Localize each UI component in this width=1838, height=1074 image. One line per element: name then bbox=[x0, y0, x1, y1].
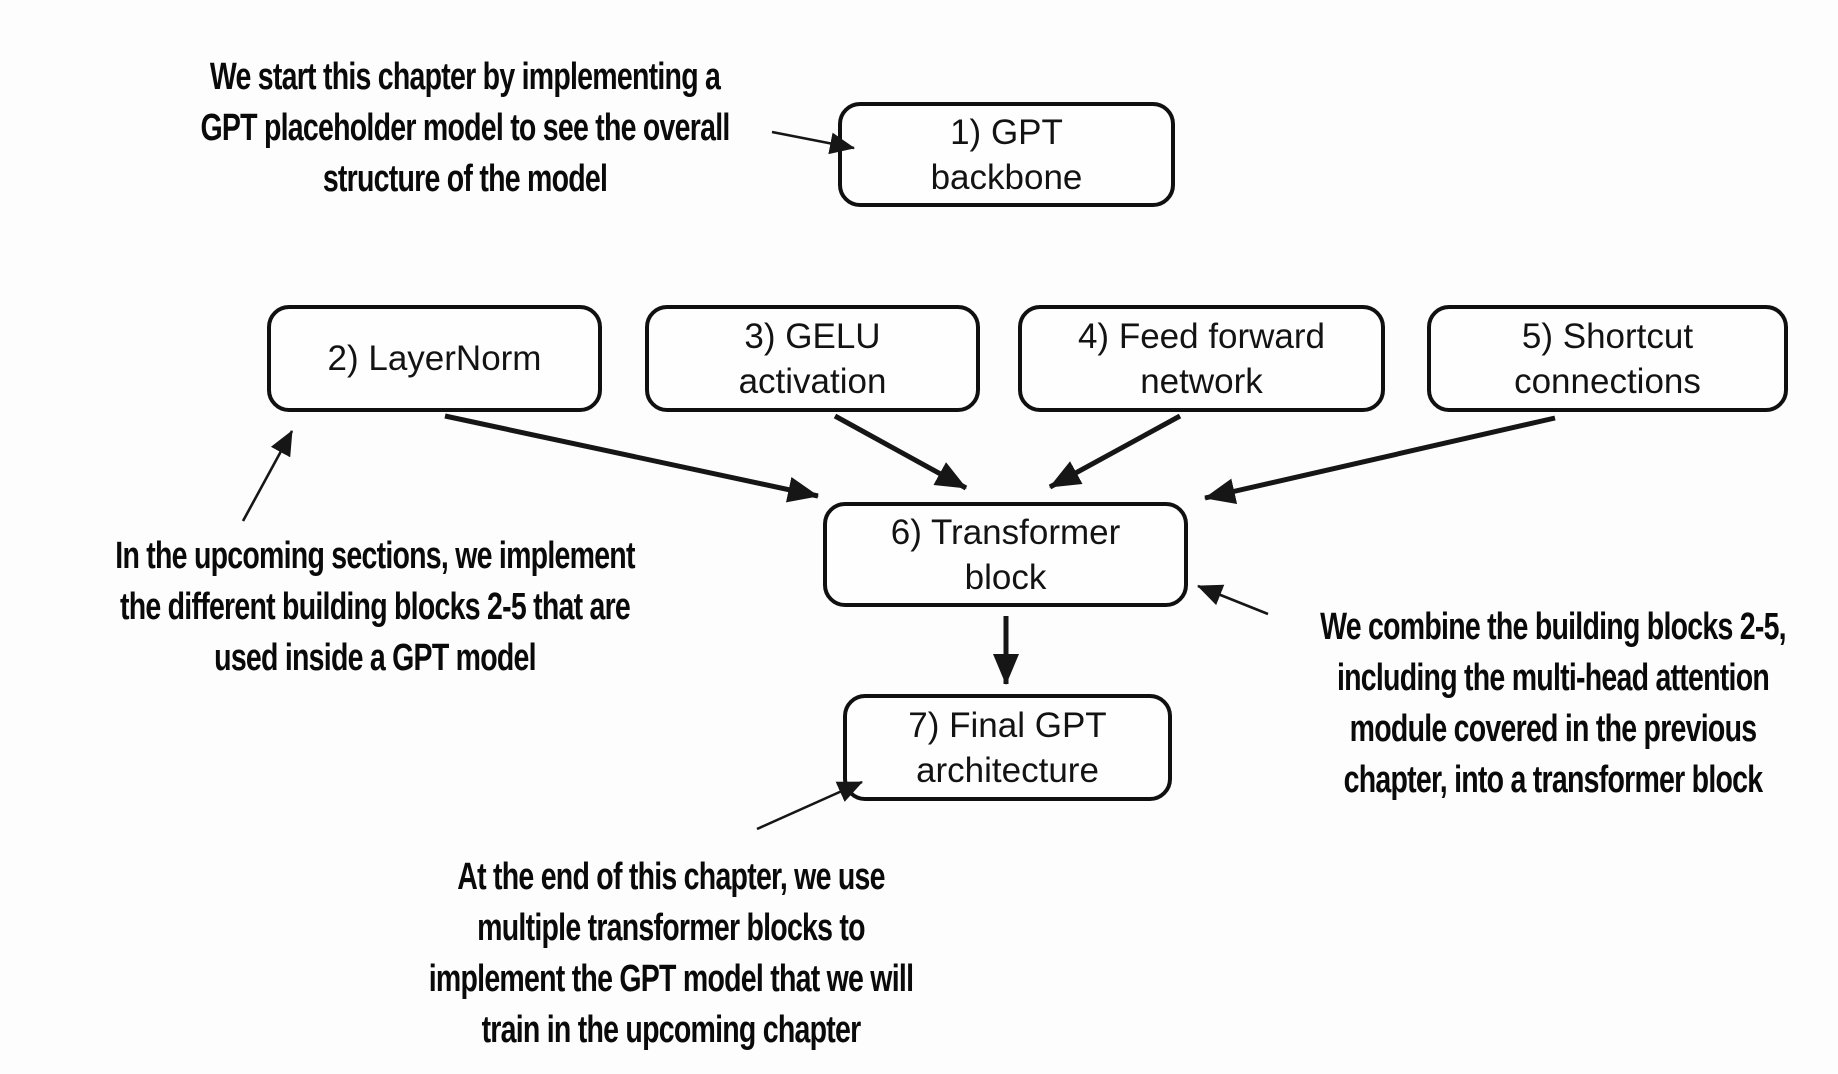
node-feed-forward-network: 4) Feed forward network bbox=[1018, 305, 1385, 412]
annotation-line: train in the upcoming chapter bbox=[481, 1009, 862, 1051]
annotation-line: structure of the model bbox=[322, 158, 608, 200]
annotation-line: the different building blocks 2-5 that a… bbox=[119, 586, 631, 628]
node-label: block bbox=[964, 557, 1047, 597]
arrow-feed-forward-to-transformer-block bbox=[1048, 413, 1182, 490]
annotation-right: We combine the building blocks 2-5, incl… bbox=[1268, 602, 1838, 806]
annotation-line: GPT placeholder model to see the overall bbox=[200, 107, 730, 149]
annotation-line: multiple transformer blocks to bbox=[477, 907, 865, 949]
node-label: activation bbox=[738, 361, 887, 401]
node-label: 7) Final GPT bbox=[908, 705, 1107, 745]
node-label: architecture bbox=[916, 750, 1099, 790]
annotation-line: module covered in the previous bbox=[1349, 708, 1757, 750]
annotation-line: At the end of this chapter, we use bbox=[457, 856, 885, 898]
node-label: 4) Feed forward bbox=[1077, 316, 1326, 356]
annotation-line: including the multi-head attention bbox=[1336, 657, 1770, 699]
node-label: network bbox=[1140, 361, 1263, 401]
annotation-bottom: At the end of this chapter, we use multi… bbox=[386, 852, 956, 1056]
arrow-layernorm-to-transformer-block bbox=[444, 413, 819, 503]
node-label: 6) Transformer bbox=[890, 512, 1121, 552]
annotation-line: chapter, into a transformer block bbox=[1343, 759, 1763, 801]
annotation-line: In the upcoming sections, we implement bbox=[115, 535, 635, 577]
node-label: 2) LayerNorm bbox=[327, 339, 542, 378]
arrow-left-annotation-to-layernorm bbox=[241, 430, 294, 522]
annotation-line: We start this chapter by implementing a bbox=[209, 56, 721, 98]
node-label: connections bbox=[1514, 361, 1701, 401]
node-label: 3) GELU bbox=[744, 316, 881, 356]
node-final-gpt-architecture: 7) Final GPT architecture bbox=[843, 694, 1172, 801]
node-label: backbone bbox=[930, 157, 1083, 197]
node-label: 5) Shortcut bbox=[1521, 316, 1694, 356]
node-transformer-block: 6) Transformer block bbox=[823, 502, 1188, 607]
annotation-line: implement the GPT model that we will bbox=[428, 958, 914, 1000]
arrow-right-annotation-to-transformer-block bbox=[1197, 584, 1269, 616]
annotation-left: In the upcoming sections, we implement t… bbox=[90, 531, 660, 684]
node-label: 1) GPT bbox=[950, 112, 1063, 152]
node-shortcut-connections: 5) Shortcut connections bbox=[1427, 305, 1788, 412]
arrow-shortcut-to-transformer-block bbox=[1204, 415, 1556, 504]
annotation-top: We start this chapter by implementing a … bbox=[180, 52, 750, 205]
node-gpt-backbone: 1) GPT backbone bbox=[838, 102, 1175, 207]
node-layernorm: 2) LayerNorm bbox=[267, 305, 602, 412]
annotation-line: We combine the building blocks 2-5, bbox=[1320, 606, 1786, 648]
arrow-gelu-to-transformer-block bbox=[833, 413, 968, 491]
annotation-line: used inside a GPT model bbox=[214, 637, 536, 679]
node-gelu-activation: 3) GELU activation bbox=[645, 305, 980, 412]
